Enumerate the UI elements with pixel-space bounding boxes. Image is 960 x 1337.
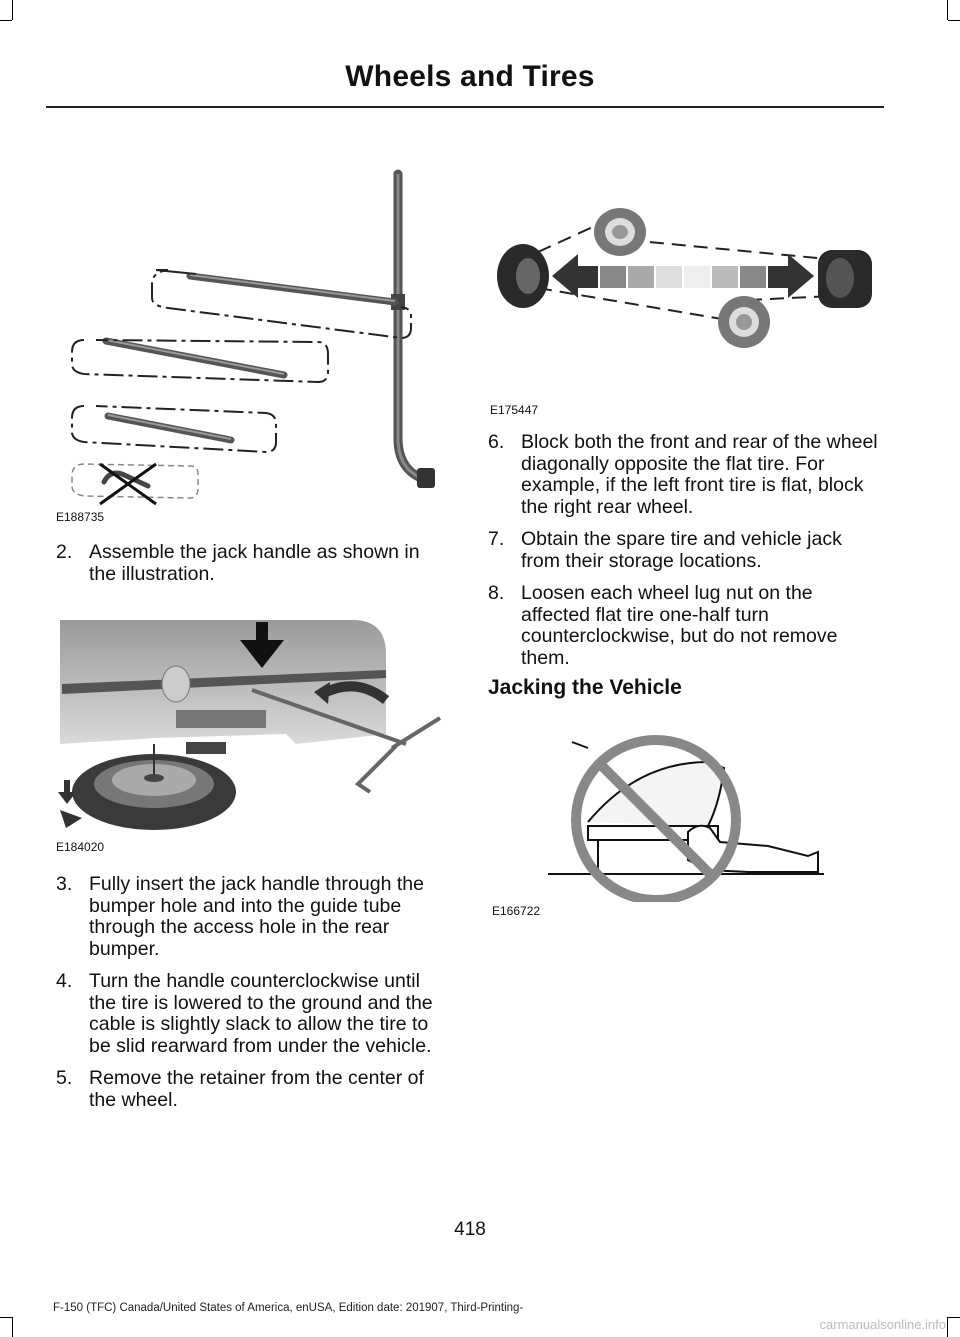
crop-mark — [947, 0, 948, 20]
section-heading: Jacking the Vehicle — [488, 676, 682, 699]
no-crawl-warning-illustration: E166722 — [488, 722, 884, 922]
page-number: 418 — [454, 1219, 486, 1240]
step-item: 2.Assemble the jack handle as shown in t… — [56, 541, 420, 585]
figure-id: E166722 — [492, 904, 541, 918]
figure-id: E188735 — [56, 510, 105, 524]
tire-rotation-illustration: E175447 — [488, 200, 884, 422]
crop-mark — [948, 20, 960, 21]
step-item: 6.Block both the front and rear of the w… — [488, 431, 878, 518]
step-item: 5.Remove the retainer from the center of… — [56, 1067, 424, 1111]
header-divider — [46, 106, 884, 108]
crop-mark — [12, 0, 13, 20]
watermark: carmanualsonline.info — [819, 1317, 946, 1332]
crop-mark — [947, 1317, 948, 1337]
step-item: 4.Turn the handle counterclockwise until… — [56, 970, 433, 1057]
crop-mark — [0, 1317, 12, 1318]
left-step-list: 3.Fully insert the jack handle through t… — [56, 873, 452, 1122]
right-step-list: 6.Block both the front and rear of the w… — [488, 431, 884, 680]
step-item: 7.Obtain the spare tire and vehicle jack… — [488, 528, 842, 572]
step-item: 3.Fully insert the jack handle through t… — [56, 873, 424, 960]
figure-id: E184020 — [56, 840, 105, 854]
left-step-list: 2.Assemble the jack handle as shown in t… — [56, 541, 452, 596]
crop-mark — [948, 1317, 960, 1318]
crop-mark — [12, 1317, 13, 1337]
page-title: Wheels and Tires — [345, 60, 595, 93]
crop-mark — [0, 20, 12, 21]
figure-id: E175447 — [490, 403, 539, 417]
spare-tire-illustration: E184020 — [56, 614, 452, 858]
step-item: 8.Loosen each wheel lug nut on the affec… — [488, 582, 838, 669]
footer-edition-text: F-150 (TFC) Canada/United States of Amer… — [53, 1302, 524, 1314]
jack-handle-illustration: E188735 — [56, 168, 452, 530]
